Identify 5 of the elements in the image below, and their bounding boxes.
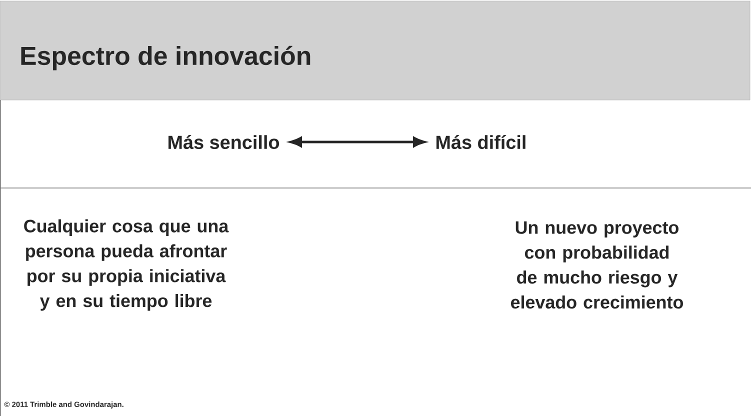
description-text: Cualquier cosa que una persona pueda afrontar por su propia iniciativa y en su tiempo libre bbox=[24, 219, 229, 311]
header-band: Espectro de innovación bbox=[0, 0, 750, 100]
spectrum-end-label: Más sencillo bbox=[168, 134, 280, 150]
description-text: Un nuevo proyecto con probabilidad de mucho riesgo y elevado crecimiento bbox=[511, 221, 683, 309]
spectrum-end-label: Más difícil bbox=[436, 134, 526, 150]
